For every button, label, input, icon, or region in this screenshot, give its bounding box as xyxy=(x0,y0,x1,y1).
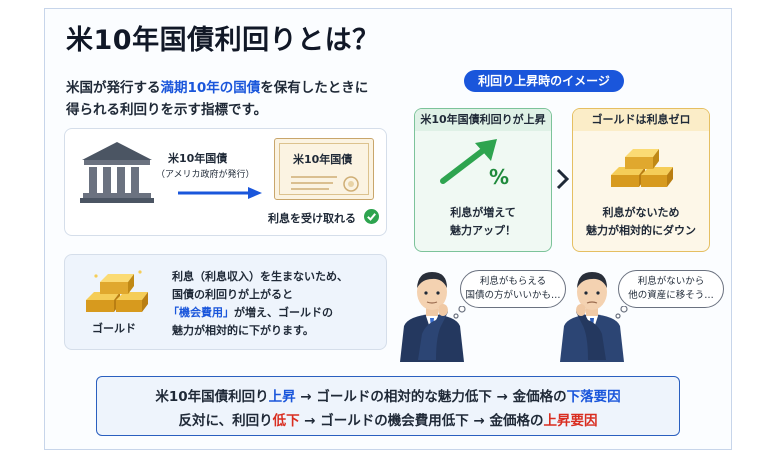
chevron-right-icon xyxy=(556,168,570,190)
bubble-tail-right xyxy=(615,306,628,319)
summary-highlight-fall-factor: 下落要因 xyxy=(566,389,621,405)
image-panel-pill: 利回り上昇時のイメージ xyxy=(464,70,624,92)
lead-highlight: 満期10年の国債 xyxy=(160,80,261,96)
bond-label: 米10年国債 xyxy=(168,152,228,165)
summary-text: 反対に、利回り xyxy=(178,413,273,429)
gold-zero-card-head: ゴールドは利息ゼロ xyxy=(573,109,709,131)
certificate-title: 米10年国債 xyxy=(293,153,353,166)
yield-up-card: 米10年国債利回りが上昇 % 利息が増えて 魅力アップ！ xyxy=(414,108,552,252)
yield-up-text-2: 魅力アップ！ xyxy=(450,224,516,237)
thinking-man-left-icon xyxy=(400,272,464,362)
summary-box: 米10年国債利回り上昇 → ゴールドの相対的な魅力低下 → 金価格の下落要因 反… xyxy=(96,376,680,436)
summary-line-1: 米10年国債利回り上昇 → ゴールドの相対的な魅力低下 → 金価格の下落要因 xyxy=(97,385,679,405)
lead-line-1: 米国が発行する満期10年の国債を保有したときに xyxy=(66,76,368,96)
interest-text: 利息を受け取れる xyxy=(268,212,356,225)
bubble-right-text-2: 他の資産に移そう… xyxy=(628,290,714,301)
gold-desc-line-2: 国債の利回りが上がると xyxy=(172,288,293,301)
percent-symbol: % xyxy=(489,165,510,189)
bond-issuer: （アメリカ政府が発行） xyxy=(156,170,255,180)
thinking-man-right-icon xyxy=(560,272,624,362)
gold-bars-icon xyxy=(611,149,673,187)
bond-certificate: 米10年国債 xyxy=(274,138,374,200)
bubble-left-text-2: 国債の方がいいかも… xyxy=(465,290,561,301)
bubble-tail-left xyxy=(453,306,466,319)
summary-text: 米10年国債利回り xyxy=(155,389,269,405)
summary-highlight-rise: 上昇 xyxy=(268,389,296,405)
thought-bubble-left: 利息がもらえる 国債の方がいいかも… xyxy=(460,270,566,308)
gold-zero-card: ゴールドは利息ゼロ 利息がないため 魅力が相対的にダウン xyxy=(572,108,710,252)
thought-bubble-right: 利息がないから 他の資産に移そう… xyxy=(618,270,724,308)
check-circle-icon xyxy=(364,209,379,224)
bubble-left-text-1: 利息がもらえる xyxy=(479,276,547,287)
yield-up-card-head: 米10年国債利回りが上昇 xyxy=(415,109,551,131)
gold-desc-text: が増え、ゴールドの xyxy=(234,306,333,319)
gold-zero-text-1: 利息がないため xyxy=(602,206,680,219)
arrow-right-icon xyxy=(178,187,262,199)
bubble-right-text-1: 利息がないから xyxy=(637,276,705,287)
gold-label: ゴールド xyxy=(92,322,136,335)
summary-text: → ゴールドの相対的な魅力低下 → 金価格の xyxy=(300,389,567,405)
government-building-icon xyxy=(80,142,154,203)
gold-bars-icon xyxy=(86,270,148,312)
opportunity-cost-highlight: 「機会費用」 xyxy=(168,306,234,319)
gold-zero-text-2: 魅力が相対的にダウン xyxy=(586,224,696,237)
summary-highlight-drop: 低下 xyxy=(272,413,300,429)
summary-highlight-rise-factor: 上昇要因 xyxy=(543,413,598,429)
certificate-border xyxy=(279,143,369,195)
up-arrow-icon xyxy=(440,139,497,184)
gold-desc-line-3: 「機会費用」が増え、ゴールドの xyxy=(168,304,333,320)
lead-text: 米国が発行する xyxy=(66,80,161,96)
lead-text: を保有したときに xyxy=(260,80,369,96)
gold-desc-line-1: 利息（利息収入）を生まないため、 xyxy=(172,270,348,283)
certificate-lines-icon xyxy=(291,176,359,192)
page-title: 米10年国債利回りとは？ xyxy=(66,25,380,56)
summary-line-2: 反対に、利回り低下 → ゴールドの機会費用低下 → 金価格の上昇要因 xyxy=(97,409,679,429)
summary-text: → ゴールドの機会費用低下 → 金価格の xyxy=(304,413,544,429)
gold-desc-line-4: 魅力が相対的に下がります。 xyxy=(172,324,314,337)
lead-line-2: 得られる利回りを示す指標です。 xyxy=(66,102,268,118)
yield-up-text-1: 利息が増えて xyxy=(450,206,516,219)
